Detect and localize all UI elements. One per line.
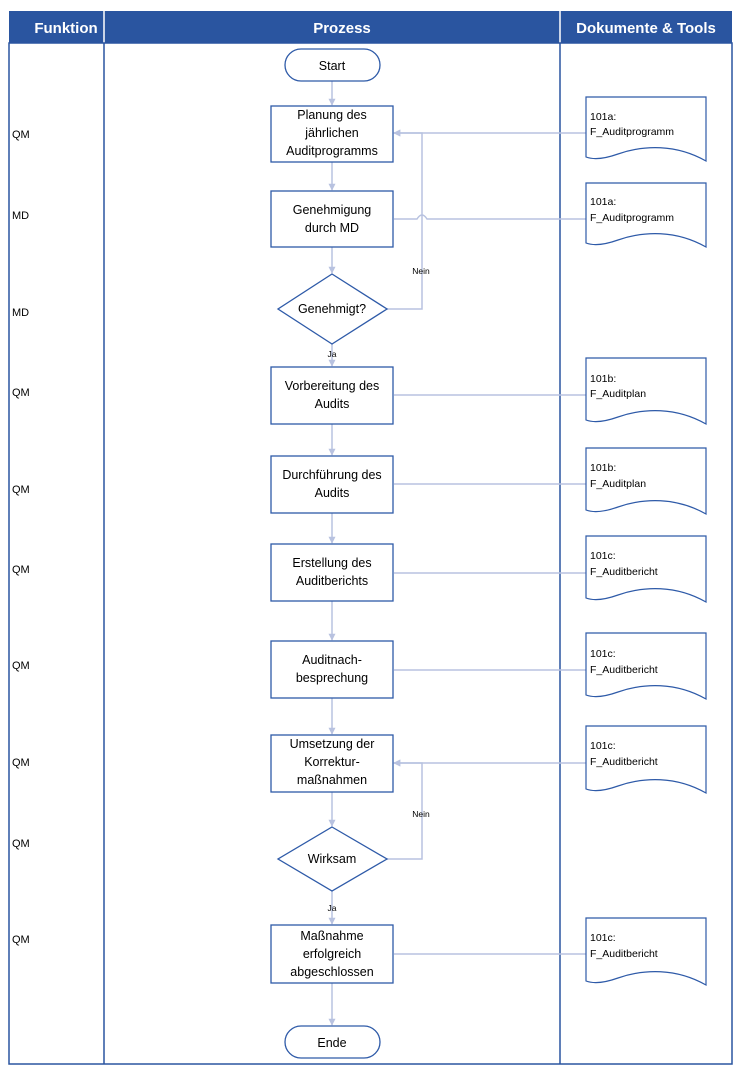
step-text: maßnahmen	[297, 773, 367, 787]
header-dokumente: Dokumente & Tools	[576, 20, 716, 37]
document-shape	[585, 357, 707, 426]
document-name: F_Auditplan	[590, 478, 646, 490]
branch-label-no: Nein	[412, 266, 430, 276]
branch-label-yes: Ja	[328, 903, 337, 913]
step-text: Genehmigung	[293, 203, 372, 217]
document-name: F_Auditprogramm	[590, 212, 674, 224]
document-ref: 101a:	[590, 111, 616, 123]
process-step	[270, 543, 394, 602]
flow-connectors	[328, 81, 586, 1026]
step-text: jährlichen	[304, 126, 359, 140]
function-label: QM	[12, 660, 30, 672]
document-name: F_Auditplan	[590, 388, 646, 400]
function-label: QM	[12, 757, 30, 769]
document-shape	[585, 182, 707, 249]
start-terminal	[284, 48, 381, 82]
function-label: QM	[12, 838, 30, 850]
function-label: QM	[12, 387, 30, 399]
document-name: F_Auditbericht	[590, 948, 658, 960]
decision-text: Genehmigt?	[298, 302, 366, 316]
step-text: Durchführung des	[282, 468, 381, 482]
function-label: QM	[12, 129, 30, 141]
document-shape	[585, 535, 707, 604]
end-terminal	[284, 1025, 381, 1059]
step-text: Auditprogramms	[286, 144, 378, 158]
swimlane-frame	[8, 42, 733, 1065]
document-ref: 101c:	[590, 550, 616, 562]
step-text: Audits	[315, 486, 350, 500]
step-text: Audits	[315, 397, 350, 411]
step-text: durch MD	[305, 221, 359, 235]
process-step	[270, 190, 394, 248]
step-text: besprechung	[296, 671, 368, 685]
document-name: F_Auditbericht	[590, 664, 658, 676]
process-step	[270, 734, 394, 793]
document-shape	[585, 725, 707, 795]
function-label: QM	[12, 564, 30, 576]
document-ref: 101c:	[590, 648, 616, 660]
step-text: Auditberichts	[296, 574, 368, 588]
decision-diamond	[276, 273, 389, 345]
step-text: erfolgreich	[303, 947, 361, 961]
document-name: F_Auditprogramm	[590, 126, 674, 138]
branch-label-yes: Ja	[328, 349, 337, 359]
step-text: Korrektur-	[304, 755, 360, 769]
function-label: QM	[12, 484, 30, 496]
document-ref: 101b:	[590, 373, 616, 385]
step-text: Maßnahme	[300, 929, 363, 943]
function-label: MD	[12, 307, 29, 319]
document-name: F_Auditbericht	[590, 756, 658, 768]
start-label: Start	[319, 59, 346, 73]
document-ref: 101a:	[590, 196, 616, 208]
step-text: Umsetzung der	[290, 737, 375, 751]
step-text: Planung des	[297, 108, 367, 122]
process-step	[270, 366, 394, 425]
document-shape	[585, 632, 707, 701]
header-bar	[9, 11, 732, 43]
process-step	[270, 455, 394, 514]
document-shape	[585, 96, 707, 163]
step-text: Erstellung des	[292, 556, 371, 570]
header-prozess: Prozess	[313, 20, 371, 37]
decision-diamond	[276, 826, 389, 892]
function-label: QM	[12, 934, 30, 946]
step-text: Auditnach-	[302, 653, 362, 667]
step-text: abgeschlossen	[290, 965, 373, 979]
end-label: Ende	[317, 1036, 346, 1050]
document-name: F_Auditbericht	[590, 566, 658, 578]
decision-text: Wirksam	[308, 852, 357, 866]
document-ref: 101c:	[590, 932, 616, 944]
document-ref: 101c:	[590, 740, 616, 752]
document-shape	[585, 917, 707, 987]
process-step	[270, 640, 394, 699]
header-funktion: Funktion	[34, 20, 97, 37]
branch-label-no: Nein	[412, 809, 430, 819]
document-ref: 101b:	[590, 462, 616, 474]
process-step	[270, 924, 394, 984]
document-shape	[585, 447, 707, 516]
function-label: MD	[12, 210, 29, 222]
step-text: Vorbereitung des	[285, 379, 380, 393]
process-step	[270, 105, 394, 163]
